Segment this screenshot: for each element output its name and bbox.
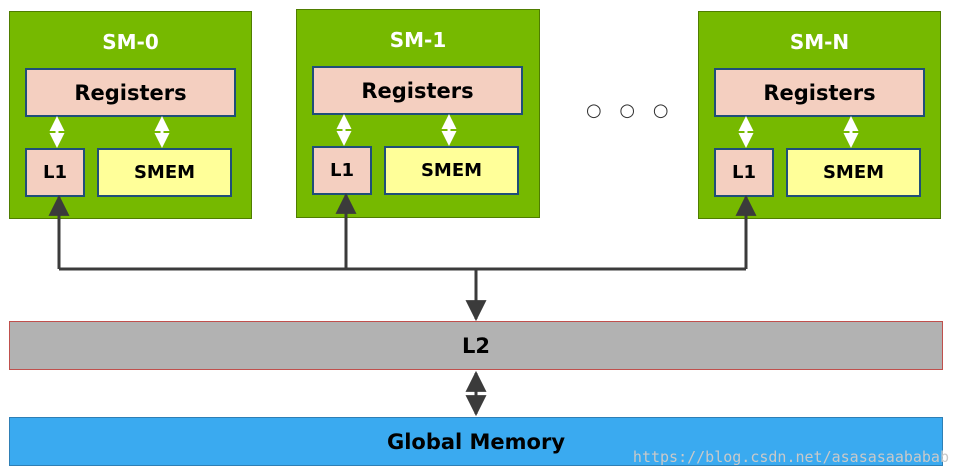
sm-1-registers: Registers: [312, 66, 523, 115]
sm-0-block: SM-0 Registers L1 SMEM: [9, 11, 252, 219]
l2-cache: L2: [9, 321, 943, 370]
ellipsis-more-sms: ○ ○ ○: [586, 100, 675, 121]
sm-1-title: SM-1: [389, 28, 447, 52]
sm-n-block: SM-N Registers L1 SMEM: [698, 11, 941, 219]
watermark-url: https://blog.csdn.net/asasasaababab: [632, 448, 949, 466]
sm-0-smem: SMEM: [97, 148, 232, 197]
sm-n-smem: SMEM: [786, 148, 921, 197]
sm-n-title: SM-N: [789, 30, 850, 54]
sm-n-l1: L1: [714, 148, 774, 197]
sm-1-block: SM-1 Registers L1 SMEM: [296, 9, 540, 218]
sm-0-l1: L1: [25, 148, 85, 197]
sm-1-smem: SMEM: [384, 146, 519, 195]
sm-0-title: SM-0: [102, 30, 159, 54]
global-memory: Global Memory: [9, 417, 943, 466]
sm-0-registers: Registers: [25, 68, 236, 117]
sm-n-registers: Registers: [714, 68, 925, 117]
